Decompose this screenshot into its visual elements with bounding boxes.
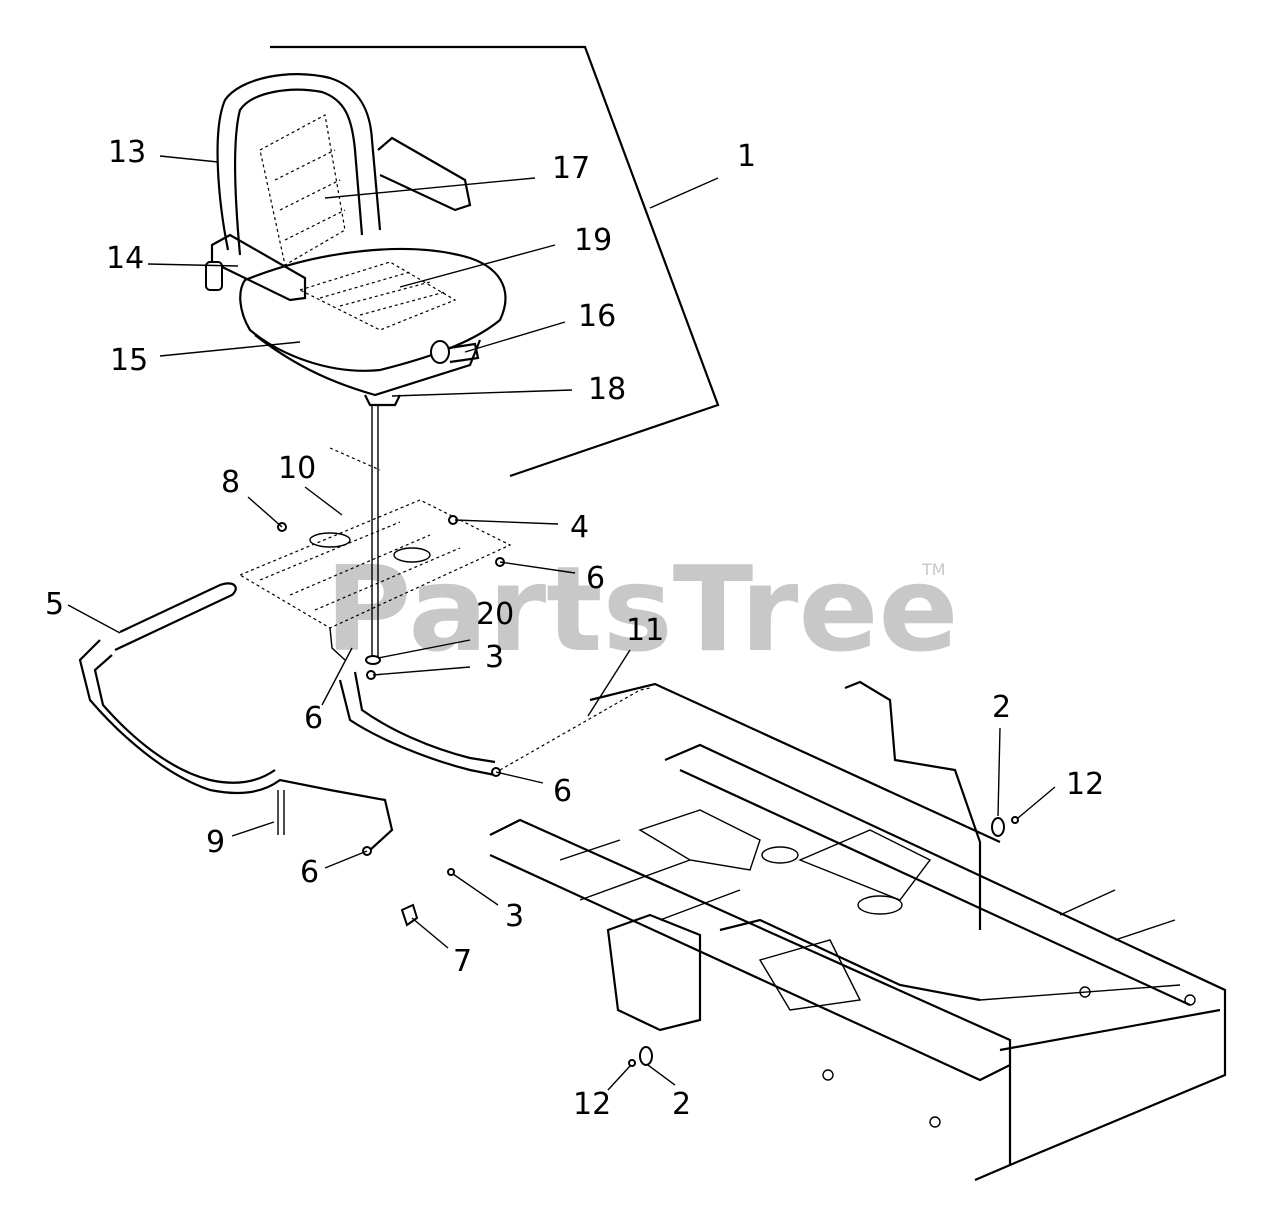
watermark-text: PartsTree [325,540,959,678]
callout-15: 15 [110,343,148,378]
callout-16: 16 [578,299,616,334]
callout-6c: 6 [553,774,572,809]
callout-6b: 6 [304,701,323,736]
watermark-trademark: TM [921,560,946,579]
callout-8: 8 [221,465,240,500]
callout-6d: 6 [300,855,319,890]
callouts: 1 13 17 14 19 16 15 18 8 10 4 6 5 20 3 1… [45,135,1104,1122]
leader-lines [67,155,1056,1091]
callout-17: 17 [552,151,590,186]
callout-12a: 12 [1066,767,1104,802]
callout-11: 11 [626,613,664,648]
callout-9: 9 [206,825,225,860]
callout-2a: 2 [992,690,1011,725]
assembly-bracket [270,45,720,478]
seat-illustration [205,73,507,407]
callout-12b: 12 [573,1087,611,1122]
callout-3b: 3 [505,899,524,934]
callout-2b: 2 [672,1087,691,1122]
callout-10: 10 [278,451,316,486]
callout-7: 7 [453,944,472,979]
callout-1: 1 [737,139,756,174]
chassis-illustration [489,680,1227,1182]
callout-14: 14 [106,241,144,276]
callout-5: 5 [45,587,64,622]
callout-20: 20 [476,597,514,632]
callout-19: 19 [574,223,612,258]
callout-13: 13 [108,135,146,170]
seat-plate-illustration [238,447,512,661]
callout-4: 4 [570,510,589,545]
callout-3a: 3 [485,640,504,675]
callout-18: 18 [588,372,626,407]
callout-6a: 6 [586,561,605,596]
seat-frame-illustration [78,515,505,927]
